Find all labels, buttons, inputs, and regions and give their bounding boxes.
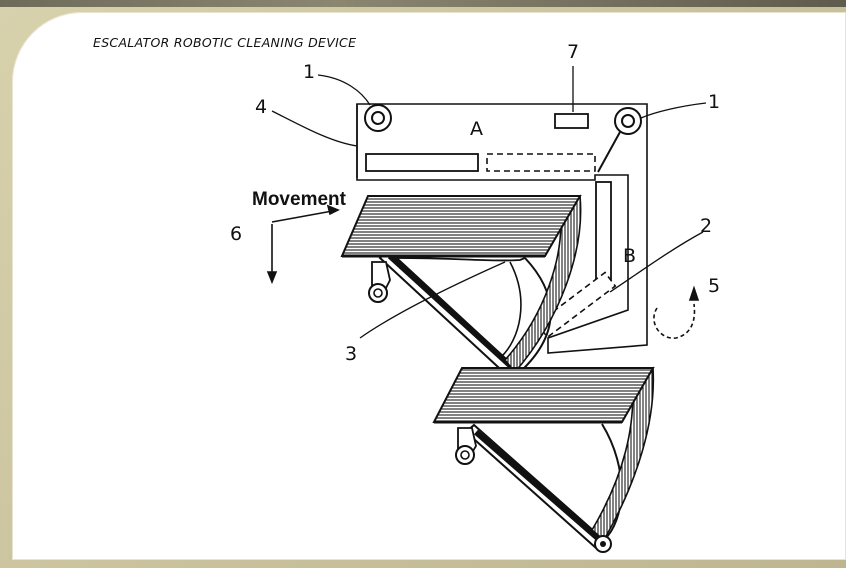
brush-bar-dashed [486,153,596,172]
label-1-right: 1 [708,91,720,113]
leader-4 [271,110,358,147]
escalator-step-upper [340,194,582,380]
movement-label: Movement [252,189,347,210]
movement-arrow-down [266,224,278,285]
leader-lines [271,66,707,339]
label-5: 5 [708,275,720,297]
pulley-left [364,104,392,132]
escalator-step-lower [432,366,655,553]
label-b: B [623,245,636,267]
sensor-box [554,113,589,129]
movement-arrow-right [271,204,340,223]
label-7: 7 [567,41,579,63]
top-strip [0,0,846,7]
brush-bar-solid [365,153,479,172]
label-1-left: 1 [303,61,315,83]
label-4: 4 [255,96,267,118]
rotation-arrow-icon [653,285,700,339]
leader-1-right [640,102,707,119]
brush-bar-vertical [595,181,612,283]
leader-1-left [317,74,371,106]
slide-title: ESCALATOR ROBOTIC CLEANING DEVICE [93,35,357,50]
label-a: A [470,118,483,140]
pulley-right [614,107,642,135]
leader-2 [609,231,704,293]
leader-3 [359,261,506,339]
label-6: 6 [230,223,242,245]
belt-connector [597,131,621,173]
label-3: 3 [345,343,357,365]
label-2: 2 [700,215,712,237]
